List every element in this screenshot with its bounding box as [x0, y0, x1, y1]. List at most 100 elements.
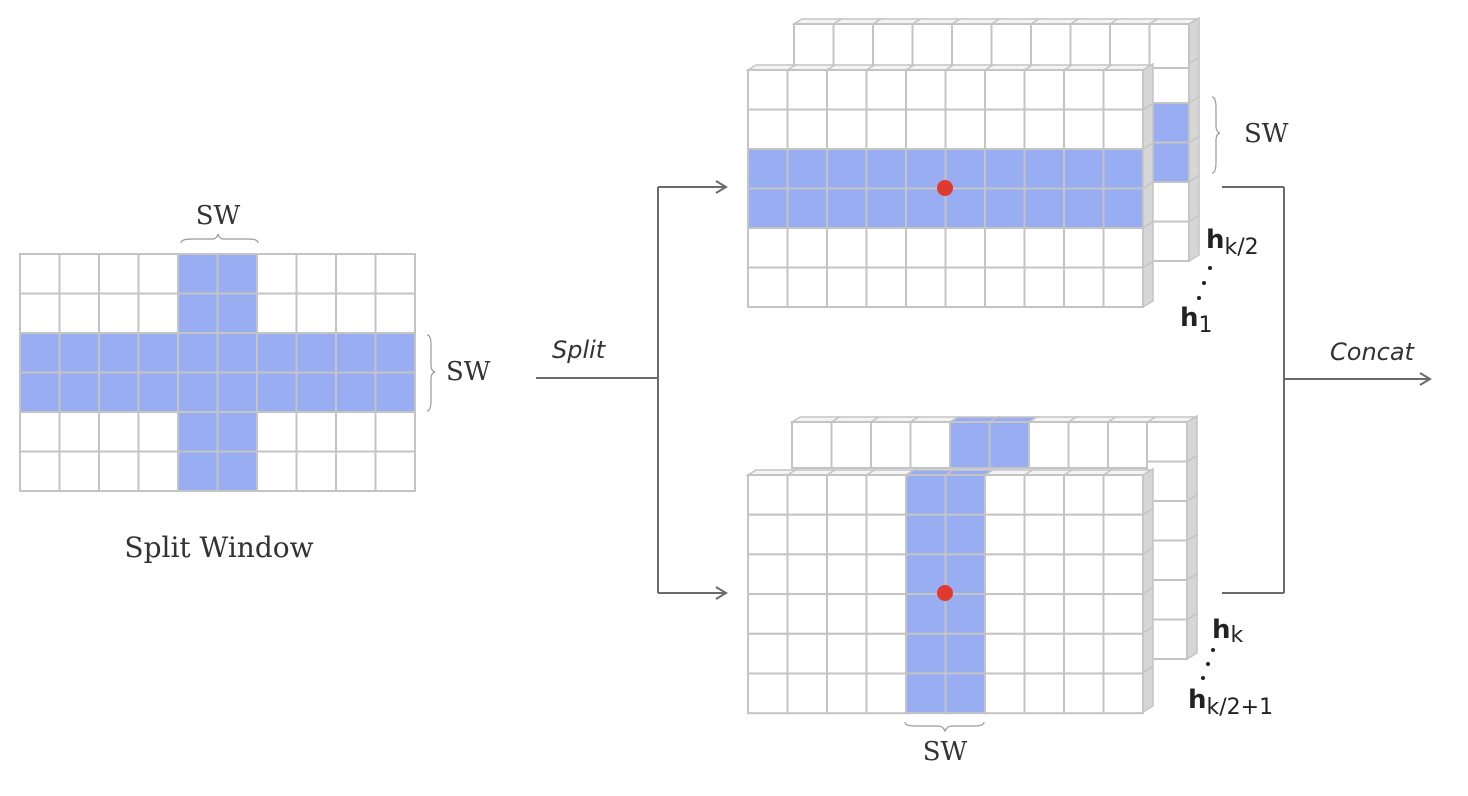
- grid-cell: [865, 553, 907, 596]
- grid-cell: [137, 411, 179, 453]
- grid-cell: [747, 513, 789, 556]
- grid-cell: [1102, 513, 1144, 556]
- concat-arrows: [1222, 186, 1432, 594]
- grid-cell: [747, 187, 789, 229]
- grid-side-face: [1186, 493, 1198, 542]
- grid-cell: [905, 69, 947, 111]
- grid-cell: [335, 292, 377, 334]
- grid-cell: [944, 148, 986, 190]
- grid-cell: [905, 227, 947, 269]
- grid-cell: [1023, 187, 1065, 229]
- grid-side-face: [1142, 467, 1154, 516]
- grid-cell: [944, 474, 986, 516]
- grid-cell: [826, 593, 868, 635]
- top-ellipsis-dots: [1197, 266, 1212, 300]
- grid-cell: [786, 553, 828, 596]
- grid-cell: [216, 292, 258, 334]
- grid-cell: [984, 593, 1026, 635]
- grid-cell: [19, 371, 61, 413]
- grid-cell: [786, 672, 828, 715]
- grid-cell: [1102, 672, 1144, 715]
- grid-cell: [1063, 553, 1105, 596]
- grid-cell: [1023, 266, 1065, 308]
- grid-cell: [1030, 23, 1072, 69]
- grid-cell: [944, 69, 986, 111]
- grid-cell: [1109, 23, 1151, 69]
- grid-cell: [335, 450, 377, 492]
- grid-cell: [1023, 474, 1065, 516]
- grid-cell: [19, 292, 61, 334]
- grid-cell: [905, 187, 947, 229]
- grid-cell: [1107, 421, 1149, 469]
- grid-side-face: [1188, 95, 1200, 144]
- grid-cell: [786, 69, 828, 111]
- grid-cell: [984, 187, 1026, 229]
- grid-cell: [747, 108, 789, 150]
- grid-cell: [216, 332, 258, 374]
- grid-cell: [909, 421, 951, 469]
- grid-side-face: [1142, 665, 1154, 714]
- grid-cell: [1063, 593, 1105, 635]
- horizontal-stripe-stack: [745, 16, 1200, 309]
- grid-cell: [98, 332, 140, 374]
- grid-cell: [1067, 421, 1109, 469]
- grid-side-face: [1142, 220, 1154, 269]
- grid-cell: [19, 411, 61, 453]
- grid-cell: [1023, 632, 1065, 675]
- grid-cell: [944, 593, 986, 635]
- grid-cell: [1023, 672, 1065, 715]
- grid-cell: [905, 148, 947, 190]
- grid-side-face: [1186, 454, 1198, 503]
- grid-cell: [98, 450, 140, 492]
- grid-cell: [747, 148, 789, 190]
- grid-cell: [335, 371, 377, 413]
- grid-cell: [1063, 513, 1105, 556]
- grid-cell: [905, 632, 947, 675]
- grid-side-face: [1142, 260, 1154, 309]
- grid-cell: [826, 553, 868, 596]
- bottom-sw-brace: [904, 721, 985, 733]
- grid-cell: [865, 108, 907, 150]
- center-token-dot: [937, 180, 953, 196]
- grid-cell: [984, 553, 1026, 596]
- grid-cell: [1102, 69, 1144, 111]
- grid-side-face: [1142, 62, 1154, 111]
- grid-cell: [1063, 266, 1105, 308]
- grid-cell: [295, 253, 337, 295]
- grid-cell: [1102, 227, 1144, 269]
- grid-cell: [98, 292, 140, 334]
- grid-cell: [19, 332, 61, 374]
- grid-cell: [872, 23, 914, 69]
- grid-cell: [177, 332, 219, 374]
- grid-cell: [786, 227, 828, 269]
- grid-side-face: [1186, 572, 1198, 621]
- grid-cell: [786, 593, 828, 635]
- grid-cell: [1023, 513, 1065, 556]
- grid-cell: [826, 148, 868, 190]
- grid-cell: [865, 672, 907, 715]
- grid-cell: [1063, 148, 1105, 190]
- grid-cell: [905, 474, 947, 516]
- grid-cell: [1023, 148, 1065, 190]
- grid-cell: [1023, 227, 1065, 269]
- grid-cell: [944, 227, 986, 269]
- grid-cell: [905, 108, 947, 150]
- grid-side-face: [1142, 625, 1154, 674]
- grid-cell: [19, 253, 61, 295]
- top-sw-label: SW: [1244, 119, 1289, 149]
- grid-cell: [1063, 672, 1105, 715]
- grid-cell: [177, 411, 219, 453]
- grid-cell: [865, 227, 907, 269]
- grid-cell: [832, 23, 874, 69]
- grid-cell: [1102, 187, 1144, 229]
- grid-cell: [374, 292, 416, 334]
- grid-cell: [177, 450, 219, 492]
- sw-right-label: SW: [446, 357, 491, 387]
- grid-cell: [905, 553, 947, 596]
- grid-cell: [335, 411, 377, 453]
- grid-cell: [58, 292, 100, 334]
- grid-side-face: [1188, 16, 1200, 65]
- grid-cell: [1069, 23, 1111, 69]
- head-1-label: h1: [1180, 303, 1213, 338]
